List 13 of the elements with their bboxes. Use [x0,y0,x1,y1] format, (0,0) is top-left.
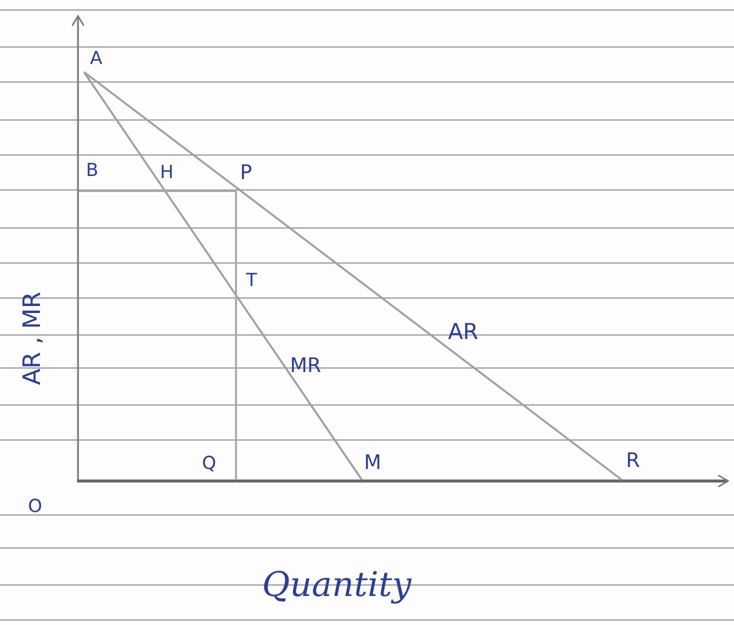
point-label: O [28,498,42,516]
point-label: B [86,162,98,180]
axis-title: AR , MR [20,292,44,385]
point-label: MR [290,355,322,375]
point-label: P [240,162,252,182]
point-label: AR [448,322,478,344]
point-label: T [246,272,257,290]
point-label: A [90,50,102,68]
point-label: R [626,450,640,470]
point-label: H [160,164,174,182]
axis-title: Quantity [262,568,412,602]
point-label: M [364,452,382,472]
point-label: Q [202,455,216,473]
